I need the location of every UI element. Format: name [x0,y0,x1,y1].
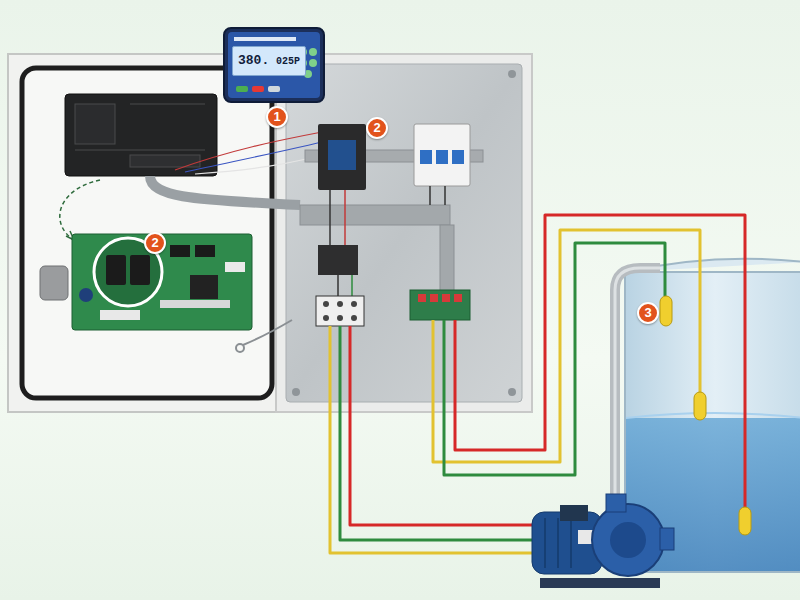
door-seal [22,68,272,398]
dashed-arrow [60,180,100,240]
pipe [615,268,660,510]
callout-number: 2 [144,232,166,254]
controller-details [75,104,205,167]
display-panel [224,28,324,102]
pump-wires [330,326,540,553]
ground-lug [236,344,244,352]
contactor [318,124,366,190]
wire-duct [300,205,450,225]
ribbon-cable [440,225,454,291]
callout-number: 1 [266,106,288,128]
display-reading: 380. [238,54,269,68]
float-switches [660,296,751,535]
cabinet-body [276,54,532,412]
relay [130,255,150,285]
wire [175,132,322,170]
water-surface [626,413,800,418]
float-wires [433,215,745,508]
signal-board [410,290,470,320]
display-screen: 380. 025P [232,46,306,76]
ribbon-cable [150,176,300,205]
cabinet-wires [330,186,445,296]
callout-number: 2 [366,117,388,139]
circuit-breaker [414,124,470,186]
contactor-face [328,140,356,170]
terminal-strip [318,245,358,275]
door-handle [40,266,68,300]
relay [106,255,126,285]
display-reading: 025P [276,56,300,67]
mounting-plate [286,64,522,402]
terminal-screws [323,301,357,321]
terminal-block [316,296,364,326]
pump [532,494,674,588]
ground-wire [243,320,292,345]
screws [292,70,516,396]
display-face [228,32,320,98]
signal-terminals [418,294,462,302]
callout-number: 3 [637,302,659,324]
breaker-toggles [420,150,464,164]
pipe-highlight [615,268,660,510]
cabinet-door [8,54,280,412]
